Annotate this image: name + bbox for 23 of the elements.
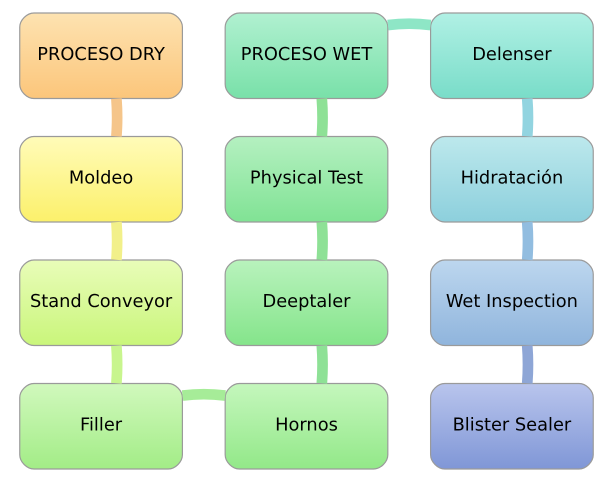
node-box: Hidratación — [430, 136, 594, 223]
node-box: Deeptaler — [224, 259, 388, 346]
node-box: Physical Test — [224, 136, 388, 223]
connector — [522, 222, 534, 260]
node-box: Delenser — [430, 12, 594, 100]
node-box: Stand Conveyor — [19, 259, 184, 346]
connector — [316, 222, 328, 260]
connector — [316, 345, 328, 384]
node-box: Hornos — [224, 382, 388, 470]
connector — [111, 98, 122, 137]
connector — [522, 98, 534, 137]
connector — [316, 98, 328, 137]
connector — [111, 345, 122, 384]
node-box: Wet Inspection — [430, 259, 594, 346]
node-box: PROCESO DRY — [19, 12, 184, 100]
connector — [182, 388, 226, 401]
connector — [387, 18, 432, 30]
connector — [111, 222, 122, 260]
node-box: PROCESO WET — [224, 12, 388, 100]
node-box: Moldeo — [19, 136, 184, 223]
node-box: Filler — [19, 382, 184, 470]
node-box: Blister Sealer — [430, 382, 594, 470]
connector — [522, 345, 534, 384]
